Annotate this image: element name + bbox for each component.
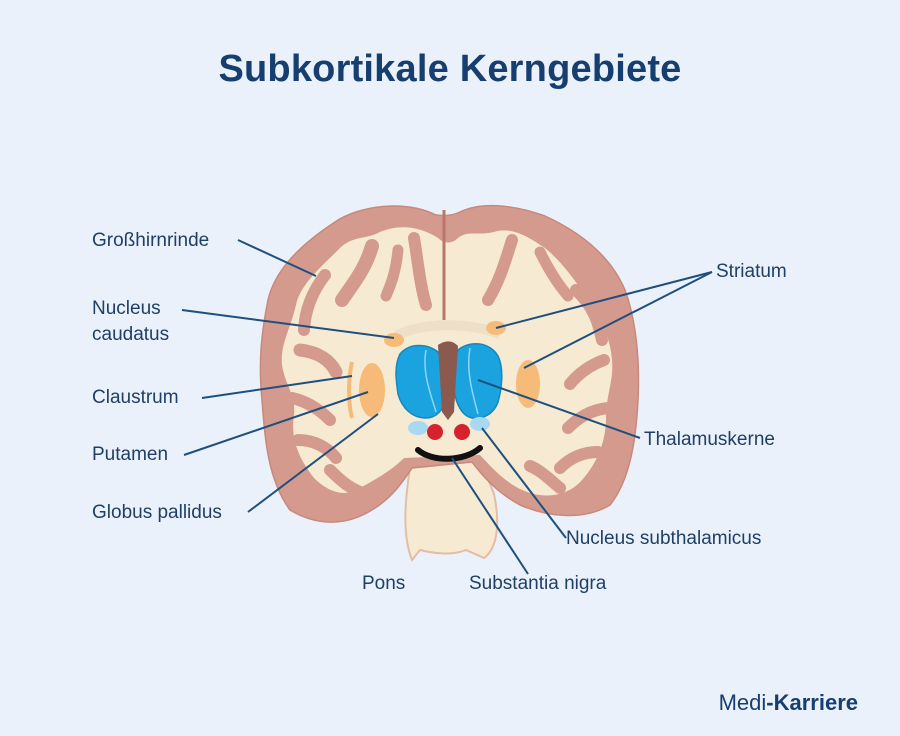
leader-putamen: [183, 391, 369, 456]
third-ventricle: [438, 341, 458, 420]
putamen-left: [359, 363, 385, 417]
nucleus-subthalamicus-left: [408, 421, 428, 435]
label-nucleus-caudatus-line2: caudatus: [92, 324, 170, 345]
label-nucleus-subthalamicus: Nucleus subthalamicus: [566, 528, 762, 549]
brand-part1: Medi: [718, 690, 767, 715]
label-pons: Pons: [362, 573, 406, 594]
leader-substantia-nigra: [451, 457, 529, 575]
leader-striatum-1: [495, 271, 713, 329]
label-globus-pallidus: Globus pallidus: [92, 502, 222, 523]
label-substantia-nigra: Substantia nigra: [469, 573, 607, 594]
nucleus-subthalamicus-right: [470, 417, 490, 431]
cortex-sulci: [286, 232, 614, 498]
label-putamen: Putamen: [92, 444, 169, 465]
label-thalamuskerne: Thalamuskerne: [644, 429, 775, 450]
leader-nucleus-caudatus: [181, 309, 395, 339]
brand-logo: Medi-Karriere: [719, 690, 858, 716]
nucleus-caudatus-left: [384, 333, 404, 347]
brand-part2: Karriere: [773, 690, 858, 715]
label-nucleus-caudatus-line1: Nucleus: [92, 298, 161, 319]
red-nucleus-right: [454, 424, 470, 440]
leader-grosshirnrinde: [237, 239, 317, 277]
brand-separator: -: [766, 690, 774, 715]
label-claustrum: Claustrum: [92, 387, 179, 408]
leader-nucleus-subthalamicus: [481, 427, 567, 539]
thalamus-right: [452, 343, 503, 420]
thalamus-left: [395, 344, 448, 419]
label-grosshirnrinde: Großhirnrinde: [92, 230, 210, 251]
claustrum-left: [347, 361, 354, 419]
leader-striatum-2: [523, 271, 713, 369]
label-striatum: Striatum: [716, 261, 787, 282]
leader-thalamuskerne: [477, 379, 641, 439]
thalamus-lines: [424, 347, 479, 415]
red-nucleus-left: [427, 424, 443, 440]
page-title: Subkortikale Kerngebiete: [218, 48, 682, 90]
leader-globus-pallidus: [247, 413, 379, 513]
leader-lines: [181, 239, 713, 575]
leader-claustrum: [201, 375, 353, 399]
substantia-nigra-shape: [415, 445, 483, 462]
